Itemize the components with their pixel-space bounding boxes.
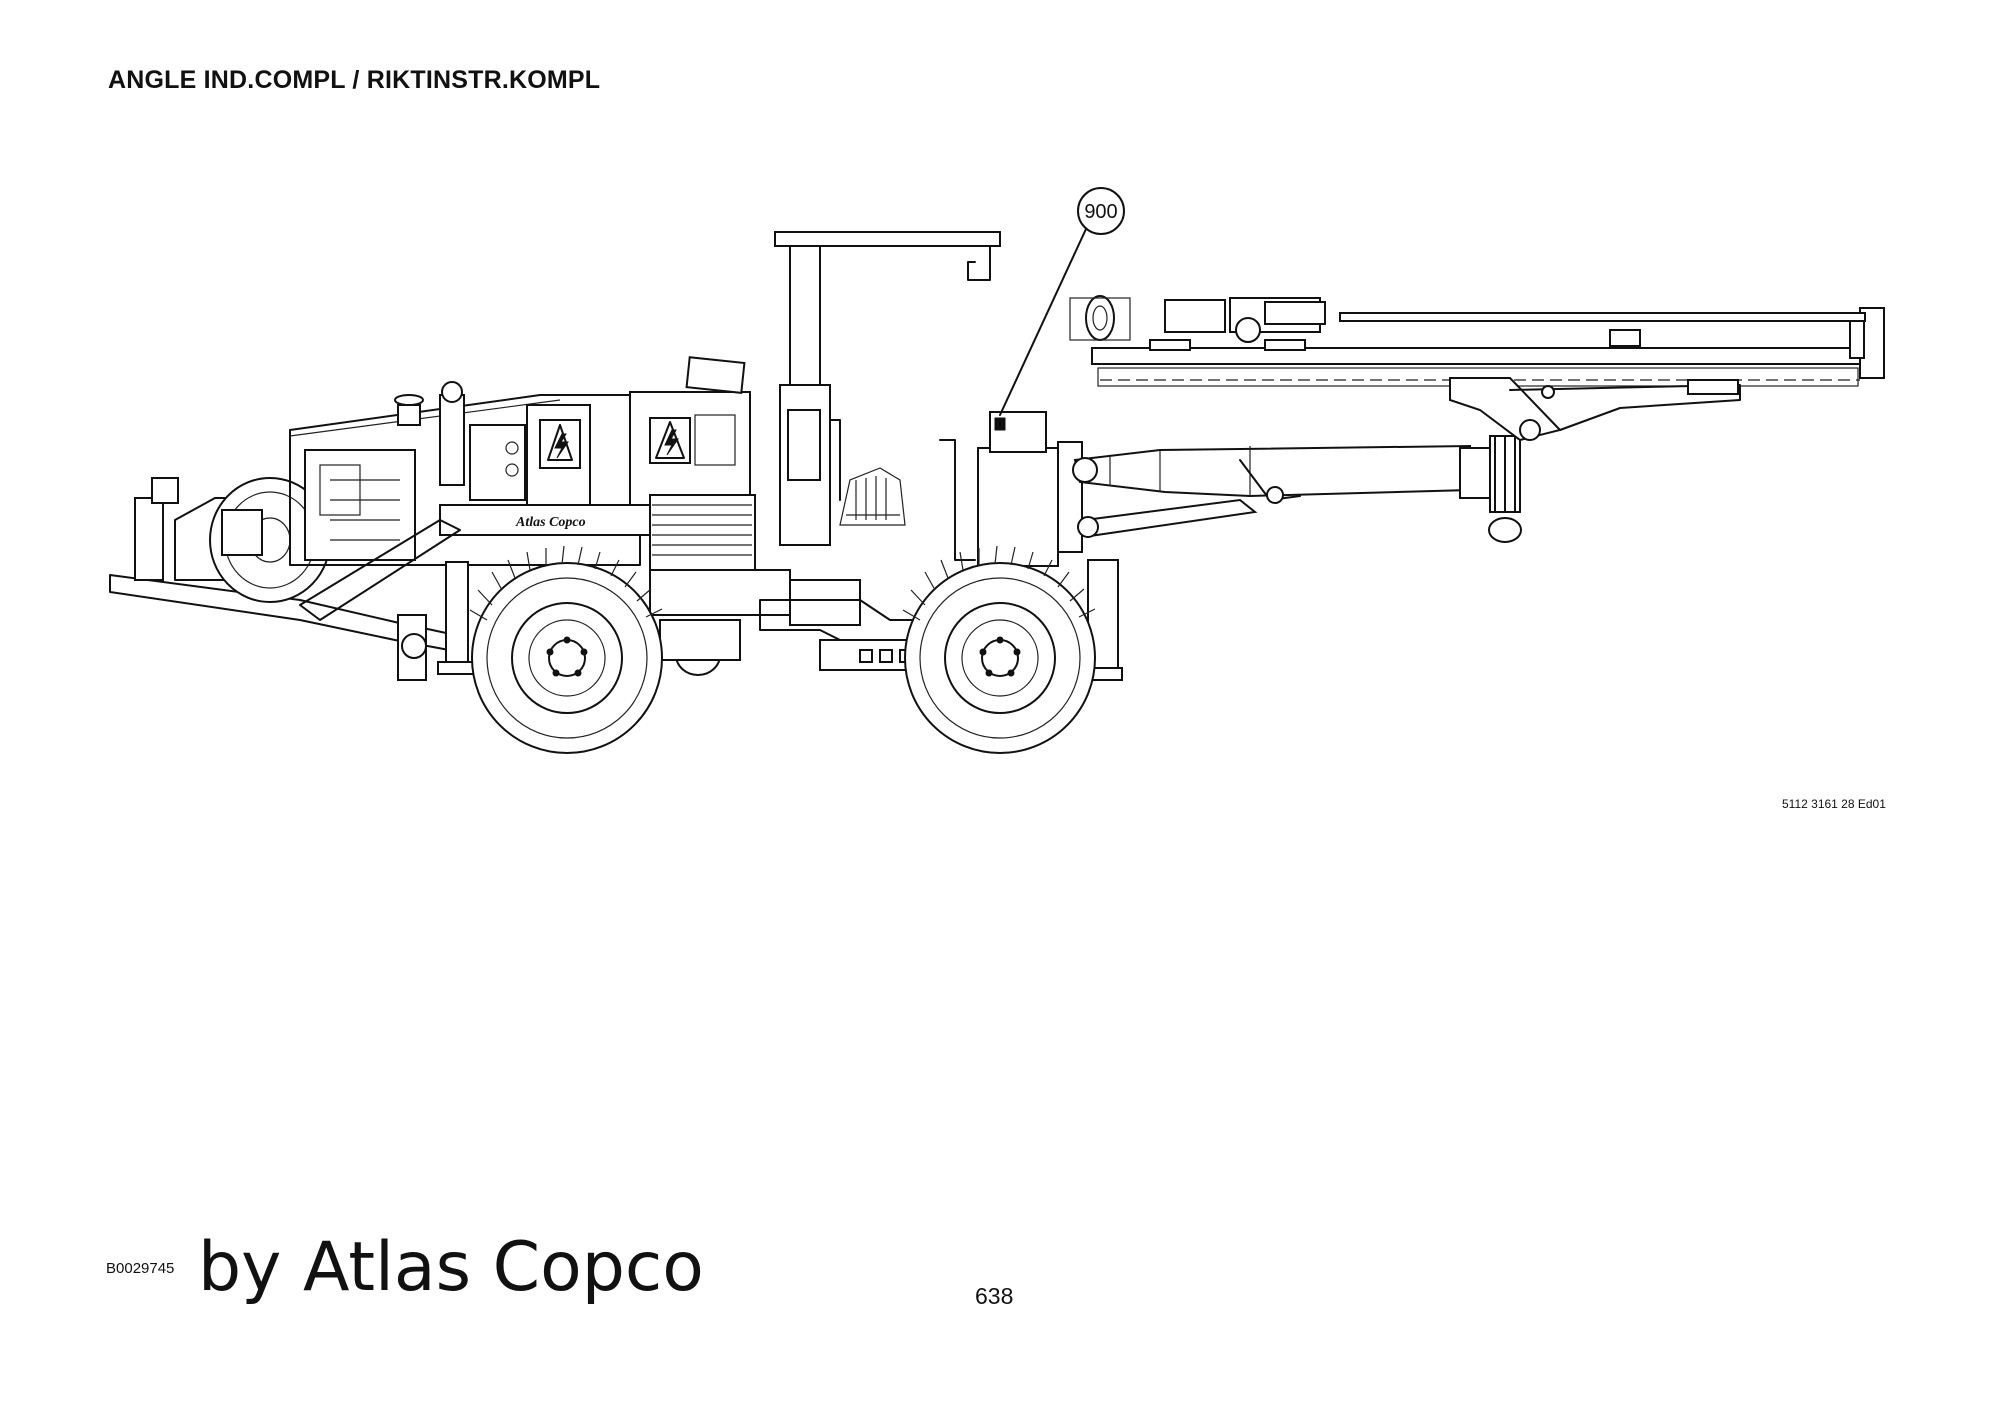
- power-pack: Atlas Copco: [289, 356, 756, 621]
- canopy: [774, 231, 1001, 546]
- brand-footer: by Atlas Copco: [198, 1228, 704, 1307]
- operator-seat: [839, 467, 906, 526]
- callout-label: 900: [1084, 201, 1117, 223]
- image-id: B0029745: [106, 1260, 175, 1277]
- feed-beam: [1069, 295, 1885, 442]
- boom-arm: [1072, 435, 1522, 543]
- callout-900: 900: [999, 187, 1125, 416]
- front-wheel: [902, 545, 1096, 754]
- page-number: 638: [975, 1283, 1014, 1309]
- page-title: ANGLE IND.COMPL / RIKTINSTR.KOMPL: [108, 66, 601, 94]
- rear-wheel: [469, 545, 663, 754]
- atlas-copco-decal: Atlas Copco: [515, 515, 586, 530]
- rear-frame: [109, 477, 461, 681]
- document-reference: 5112 3161 28 Ed01: [1782, 797, 1886, 811]
- carrier-frame: [437, 411, 1123, 681]
